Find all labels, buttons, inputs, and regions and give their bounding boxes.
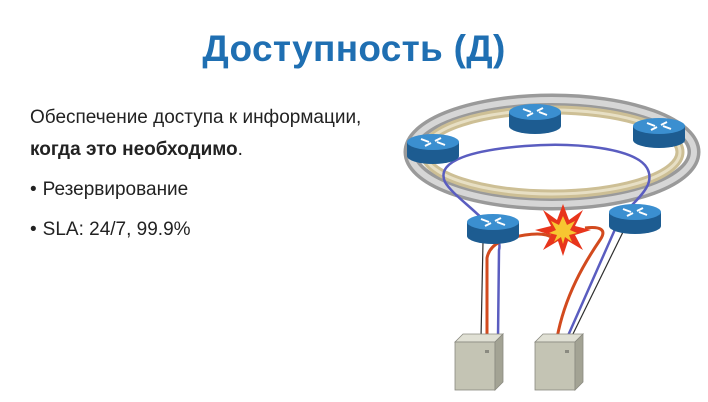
intro-line-1: Обеспечение доступа к информации, <box>30 107 362 128</box>
router-icon <box>467 214 519 244</box>
primary-path <box>555 226 605 339</box>
bullet-item: SLA: 24/7, 99.9% <box>30 214 400 246</box>
intro-paragraph: Обеспечение доступа к информации, когда … <box>30 102 400 166</box>
intro-line-2-bold: когда это необходимо <box>30 139 238 160</box>
uplink-line <box>480 241 484 339</box>
router-icon <box>609 204 661 234</box>
server-icon <box>454 333 504 391</box>
failure-burst-icon <box>535 204 591 256</box>
router-icon <box>633 118 685 148</box>
uplink-line <box>570 231 624 339</box>
router-icon <box>509 104 561 134</box>
bullet-list: Резервирование SLA: 24/7, 99.9% <box>30 174 400 246</box>
slide-body: Обеспечение доступа к информации, когда … <box>30 102 400 254</box>
intro-line-2-tail: . <box>237 139 243 160</box>
router-icon <box>407 134 459 164</box>
slide-title: Доступность (Д) <box>202 28 506 69</box>
network-ring-diagram <box>403 93 701 391</box>
network-ring <box>403 93 701 211</box>
bullet-item: Резервирование <box>30 174 400 206</box>
server-icon <box>534 333 584 391</box>
backup-path <box>442 143 651 339</box>
